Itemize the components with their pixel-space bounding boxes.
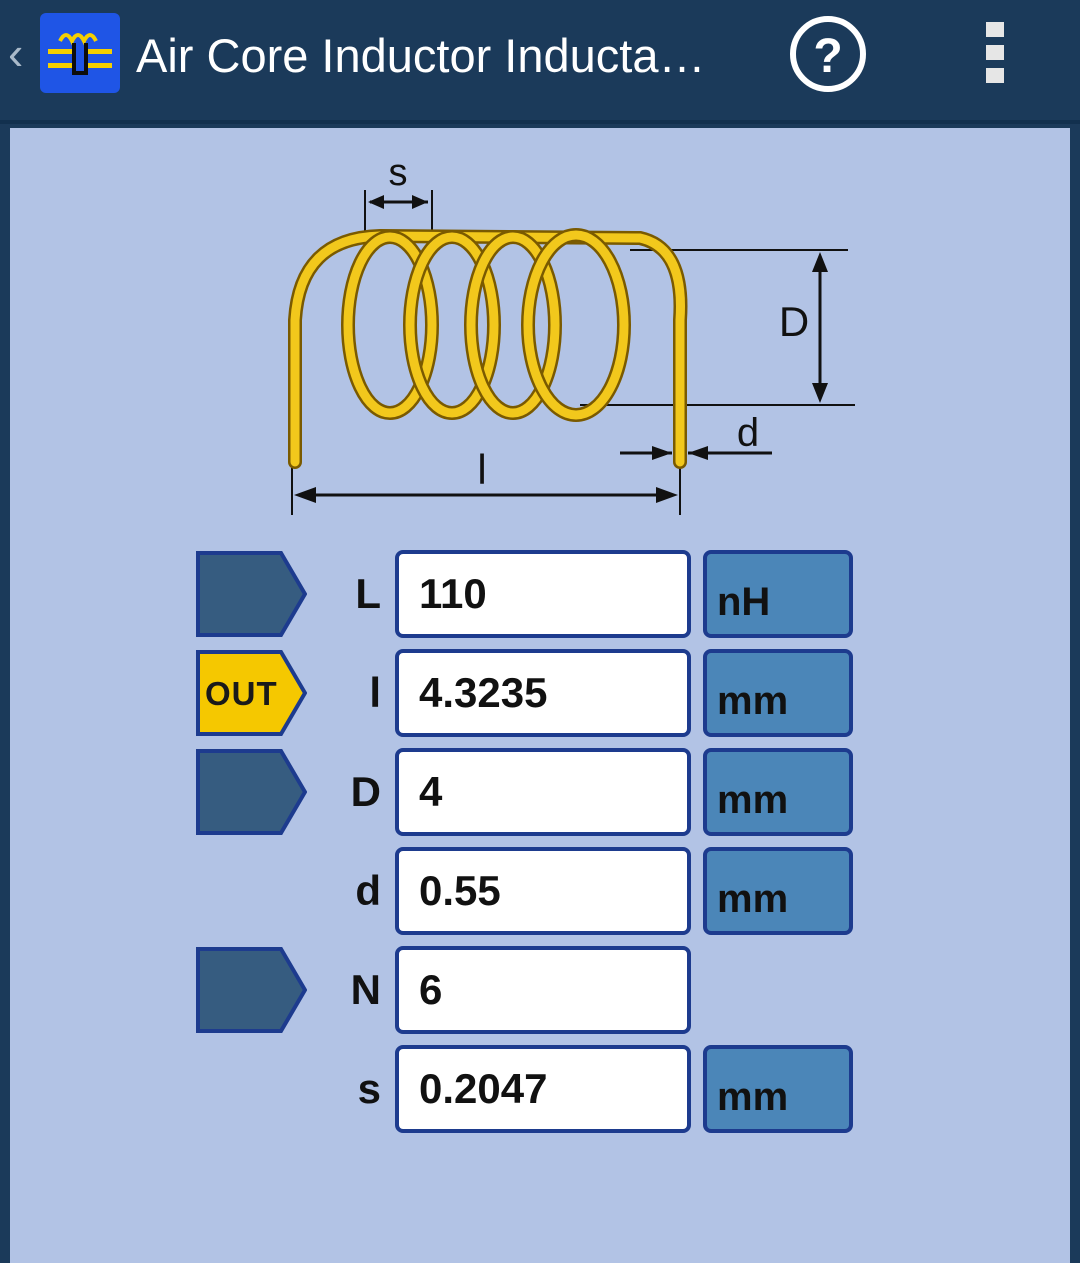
calc-target-tag[interactable] [195, 946, 307, 1034]
param-label: l [369, 669, 381, 716]
turns-field[interactable]: 6 [395, 946, 691, 1034]
diagram-label-s: s [389, 152, 408, 194]
param-row-d: d 0.55 mm [195, 847, 855, 935]
unit-selector[interactable]: mm [703, 847, 853, 935]
param-row-l: OUT l 4.3235 mm [195, 649, 855, 737]
param-row-D: D 4 mm [195, 748, 855, 836]
coil-diagram: s D d l [288, 152, 855, 515]
help-icon[interactable]: ? [788, 14, 868, 94]
param-label: N [350, 966, 381, 1013]
diagram-label-d: d [737, 411, 759, 455]
length-field[interactable]: 4.3235 [395, 649, 691, 737]
calc-target-tag[interactable] [195, 550, 307, 638]
param-row-N: N 6 [195, 946, 855, 1034]
param-label: L [355, 570, 381, 617]
output-tag[interactable] [195, 649, 307, 737]
svg-text:?: ? [813, 30, 842, 83]
param-row-s: s 0.2047 mm [195, 1045, 855, 1133]
inductor-app-icon[interactable] [40, 13, 120, 93]
inductance-field[interactable]: 110 [395, 550, 691, 638]
param-row-L: L 110 nH [195, 550, 855, 638]
unit-selector[interactable]: nH [703, 550, 853, 638]
diagram-label-l: l [477, 446, 486, 493]
unit-selector[interactable]: mm [703, 748, 853, 836]
coil-diameter-field[interactable]: 4 [395, 748, 691, 836]
app-title: Air Core Inductor Inducta… [136, 29, 706, 82]
param-label: D [350, 768, 381, 815]
param-label: d [355, 867, 381, 914]
diagram-label-D: D [779, 298, 809, 345]
unit-selector[interactable]: mm [703, 649, 853, 737]
param-label: s [357, 1065, 381, 1112]
chevron-left-icon[interactable]: ‹ [8, 27, 24, 79]
wire-diameter-field[interactable]: 0.55 [395, 847, 691, 935]
output-tag-label: OUT [205, 675, 278, 712]
app-bar: ‹ Air Core Inductor Inducta… ? [0, 0, 1080, 124]
calc-target-tag[interactable] [195, 748, 307, 836]
spacing-field[interactable]: 0.2047 [395, 1045, 691, 1133]
unit-selector[interactable]: mm [703, 1045, 853, 1133]
overflow-menu-icon[interactable] [986, 22, 1006, 86]
